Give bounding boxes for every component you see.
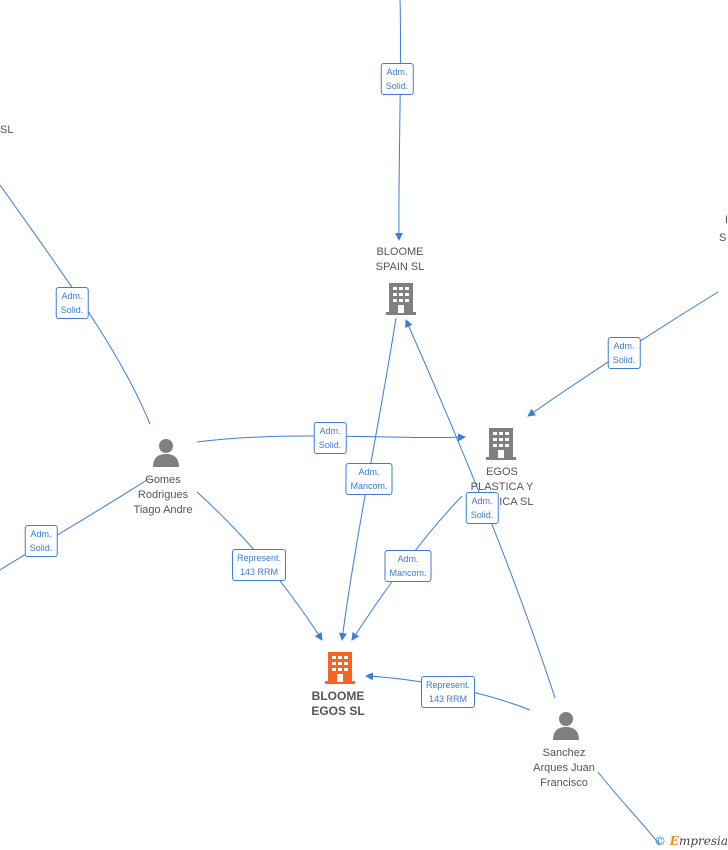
node-label-bloome-spain[interactable]: BLOOME SPAIN SL	[375, 246, 425, 273]
partial-label-right-1: I	[725, 214, 728, 226]
edge-label-sanchez-to-bloome[interactable]: Represent. 143 RRM	[420, 676, 476, 708]
partial-label-left: SL	[0, 124, 14, 136]
edge-label-right-to-egos[interactable]: Adm. Solid.	[607, 337, 641, 369]
edge-label-egos-to-bloome[interactable]: Adm. Mancom.	[384, 550, 432, 582]
node-label-gomes[interactable]: Gomes Rodrigues Tiago Andre	[133, 474, 193, 516]
edge-top-to-spain	[394, 0, 403, 241]
empresia-watermark: © Empresia	[654, 834, 728, 848]
edge-label-gomes-to-bloome[interactable]: Represent. 143 RRM	[231, 549, 287, 581]
edge-gomes-to-left	[0, 477, 151, 571]
partial-label-right-2: S	[719, 232, 727, 244]
edge-sanchez-to-bottom	[597, 771, 661, 846]
node-label-bloome-egos[interactable]: BLOOME EGOS SL	[311, 689, 365, 718]
building-icon[interactable]	[486, 426, 516, 460]
brand-name: mpresia	[678, 834, 728, 848]
edge-label-gomes-to-left[interactable]: Adm. Solid.	[24, 525, 58, 557]
edge-label-top-to-spain[interactable]: Adm. Solid.	[380, 63, 414, 95]
brand-initial: E	[669, 834, 679, 848]
edge-label-left-to-gomes[interactable]: Adm. Solid.	[55, 287, 89, 319]
person-icon[interactable]	[551, 710, 581, 740]
building-icon[interactable]	[325, 650, 355, 684]
edge-label-gomes-to-egos[interactable]: Adm. Solid.	[313, 422, 347, 454]
edge-label-spain-to-bloome[interactable]: Adm. Mancom.	[345, 463, 393, 495]
person-icon[interactable]	[151, 437, 181, 467]
building-icon[interactable]	[386, 281, 416, 315]
copyright-icon: ©	[653, 834, 666, 848]
node-label-sanchez[interactable]: Sanchez Arques Juan Francisco	[533, 747, 595, 789]
edge-label-sanchez-to-egos[interactable]: Adm. Solid.	[465, 492, 499, 524]
